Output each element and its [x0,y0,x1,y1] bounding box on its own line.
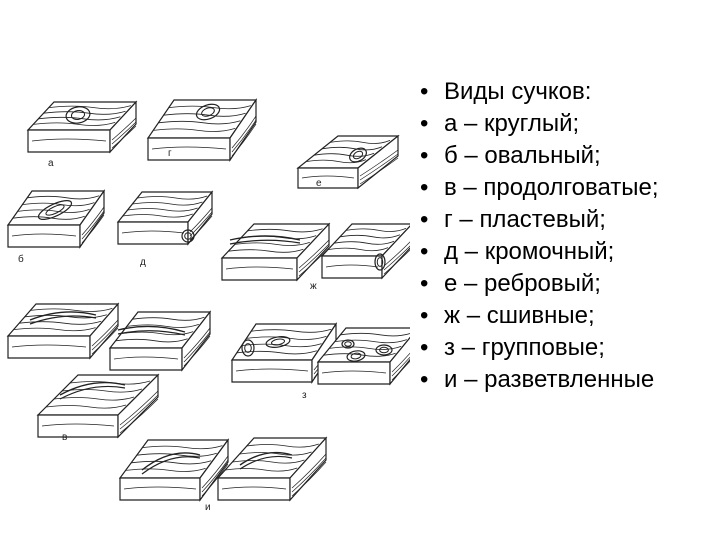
list-item-text: з – групповые; [444,334,605,361]
block-z-2 [316,327,410,386]
block-b [6,189,106,249]
list-item: • ж – сшивные; [418,302,713,329]
block-zh-2 [320,223,410,280]
block-e [296,134,400,190]
figure-label: г [168,148,172,159]
block-v-2 [108,310,212,372]
list-item: • в – продолговатые; [418,174,713,201]
figure-label: б [18,253,24,265]
list-item: • б – овальный; [418,142,713,169]
knot-types-illustration: а г е б д ж в з и [6,98,410,513]
block-zh-1 [220,222,331,282]
bullet-dot: • [420,366,429,393]
list-item: • е – ребровый; [418,270,713,297]
list-item: • и – разветвленные [418,366,713,393]
block-v-3 [36,373,160,439]
list-item: • д – кромочный; [418,238,713,265]
figure-label: и [205,502,211,513]
figure-label: а [48,158,54,169]
bullet-dot: • [420,206,429,233]
figure-label: е [316,178,322,189]
bullet-dot: • [420,334,429,361]
block-i-2 [216,436,328,502]
bullet-dot: • [420,270,429,297]
list-item-text: б – овальный; [444,142,601,169]
list-item: • з – групповые; [418,334,713,361]
list-item: • а – круглый; [418,110,713,137]
bullet-dot: • [420,142,429,169]
block-d [116,190,214,246]
block-z-1 [230,322,338,384]
block-i-1 [118,438,230,502]
block-g [146,98,258,162]
bullet-dot: • [420,174,429,201]
list-item-text: д – кромочный; [444,238,615,265]
figure-label: ж [310,281,317,292]
list-item-text: ж – сшивные; [444,302,595,329]
list-item-text: Виды сучков: [444,78,592,105]
figure-label: д [140,257,146,268]
list-item: • г – пластевый; [418,206,713,233]
bullet-dot: • [420,78,429,105]
bullet-dot: • [420,110,429,137]
block-v-1 [6,302,120,360]
block-a [26,100,138,154]
list-item-text: г – пластевый; [444,206,606,233]
list-item-text: е – ребровый; [444,270,601,297]
list-item-text: и – разветвленные [444,366,655,393]
figure-label: з [302,390,307,401]
list-item-text: а – круглый; [444,110,580,137]
bullet-dot: • [420,238,429,265]
knot-types-list: •Виды сучков:• а – круглый;• б – овальны… [418,78,713,398]
list-item: • Виды сучков: [418,78,713,105]
figure-label: в [62,432,67,443]
bullet-dot: • [420,302,429,329]
list-item-text: в – продолговатые; [444,174,659,201]
